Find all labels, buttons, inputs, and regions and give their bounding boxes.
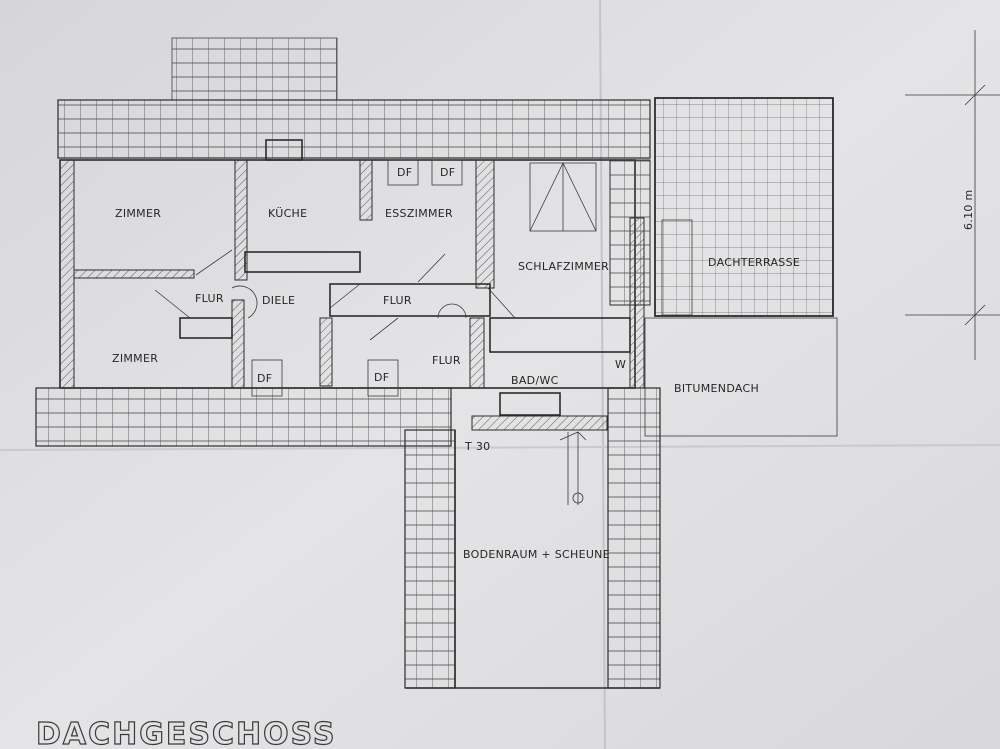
fire-door-label: T 30	[464, 440, 490, 453]
interior-wall	[329, 283, 491, 317]
room-label-zimmer: ZIMMER	[115, 207, 161, 220]
room-label-flur: FLUR	[432, 354, 461, 367]
skylight-box	[251, 359, 283, 397]
room-label-kueche: KÜCHE	[268, 207, 307, 220]
interior-wall	[179, 317, 233, 339]
paper-fold-line	[0, 444, 1000, 451]
skylight-box	[431, 159, 463, 186]
wall-section	[231, 299, 245, 389]
skylight-box	[387, 159, 419, 186]
wall-section	[234, 159, 248, 281]
roof-band-top	[57, 99, 651, 159]
door-swing	[195, 249, 233, 276]
bathtub	[499, 392, 561, 416]
dimension-label: 6.10 m	[962, 189, 975, 230]
wall-section	[73, 269, 195, 279]
wall-section	[359, 159, 373, 221]
wall-section	[471, 415, 608, 431]
skylight-label: DF	[397, 166, 412, 179]
door-swing	[417, 253, 446, 283]
w-mark-label: W	[615, 358, 626, 371]
room-label-bad-wc: BAD/WC	[511, 374, 559, 387]
door-swing	[487, 287, 516, 319]
room-label-flur: FLUR	[195, 292, 224, 305]
barn-roof-right	[607, 387, 661, 689]
dimension-tick	[964, 84, 986, 106]
interior-wall	[244, 251, 361, 273]
room-label-zimmer: ZIMMER	[112, 352, 158, 365]
room-label-schlafzimmer: SCHLAFZIMMER	[518, 260, 609, 273]
door-swing	[369, 317, 399, 341]
room-label-flur: FLUR	[383, 294, 412, 307]
skylight-label: DF	[374, 371, 389, 384]
room-label-dachterrasse: DACHTERRASSE	[708, 256, 800, 269]
roof-band-bottom	[35, 387, 452, 447]
door-arc	[437, 303, 467, 319]
terrace-railing	[661, 219, 693, 316]
wall-section	[59, 159, 75, 389]
barn-roof-left	[404, 429, 456, 689]
wall-section	[469, 317, 485, 389]
door-swing	[329, 283, 361, 309]
room-label-bitumendach: BITUMENDACH	[674, 382, 759, 395]
door-arc	[231, 285, 258, 319]
room-label-esszimmer: ESSZIMMER	[385, 207, 453, 220]
wall-section	[319, 317, 333, 387]
skylight-label: DF	[440, 166, 455, 179]
chimney	[265, 139, 303, 161]
interior-wall	[489, 317, 631, 353]
wall-section	[475, 159, 495, 289]
roof-terrace-grid	[654, 97, 834, 317]
wardrobe-symbol	[529, 162, 597, 232]
stair-start	[572, 492, 584, 504]
bitumen-roof	[644, 317, 838, 437]
roof-band-right	[609, 159, 651, 306]
door-swing	[154, 289, 191, 319]
room-label-bodenraum: BODENRAUM + SCHEUNE	[463, 548, 610, 561]
skylight-label: DF	[257, 372, 272, 385]
dimension-tick	[964, 304, 986, 326]
sheet-title: DACHGESCHOSS	[36, 717, 336, 749]
skylight-box	[367, 359, 399, 397]
room-label-diele: DIELE	[262, 294, 295, 307]
roof-tiles-top	[171, 37, 338, 101]
